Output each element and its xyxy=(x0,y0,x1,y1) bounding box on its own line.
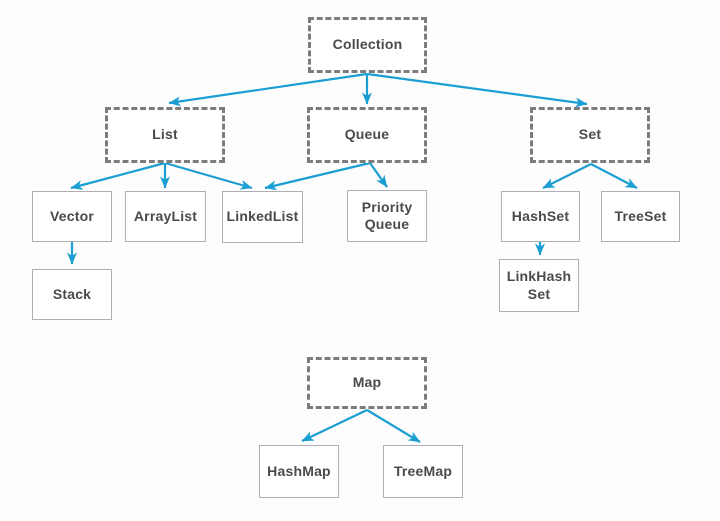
node-priorityqueue: Priority Queue xyxy=(347,190,427,242)
node-arraylist: ArrayList xyxy=(125,191,206,242)
edge-map-hashmap xyxy=(301,409,368,442)
node-collection: Collection xyxy=(308,17,427,73)
edge-map-treemap xyxy=(366,409,421,443)
node-stack: Stack xyxy=(32,269,112,320)
node-vector: Vector xyxy=(32,191,112,242)
node-hashset: HashSet xyxy=(501,191,580,242)
node-linkedlist: LinkedList xyxy=(222,191,303,243)
node-queue: Queue xyxy=(307,107,427,163)
edge-queue-linkedlist xyxy=(264,161,371,191)
node-hashmap: HashMap xyxy=(259,445,339,498)
edge-queue-priorityqueue xyxy=(369,162,388,188)
edge-set-hashset xyxy=(542,163,592,189)
edge-collection-set xyxy=(366,72,588,108)
edge-set-treeset xyxy=(590,163,638,189)
edge-list-linkedlist xyxy=(164,161,253,190)
node-list: List xyxy=(105,107,225,163)
node-treemap: TreeMap xyxy=(383,445,463,498)
node-treeset: TreeSet xyxy=(601,191,680,242)
edge-collection-list xyxy=(168,72,368,107)
node-map: Map xyxy=(307,357,427,409)
node-set: Set xyxy=(530,107,650,163)
node-linkhashset: LinkHash Set xyxy=(499,259,579,312)
edge-list-vector xyxy=(70,161,166,190)
